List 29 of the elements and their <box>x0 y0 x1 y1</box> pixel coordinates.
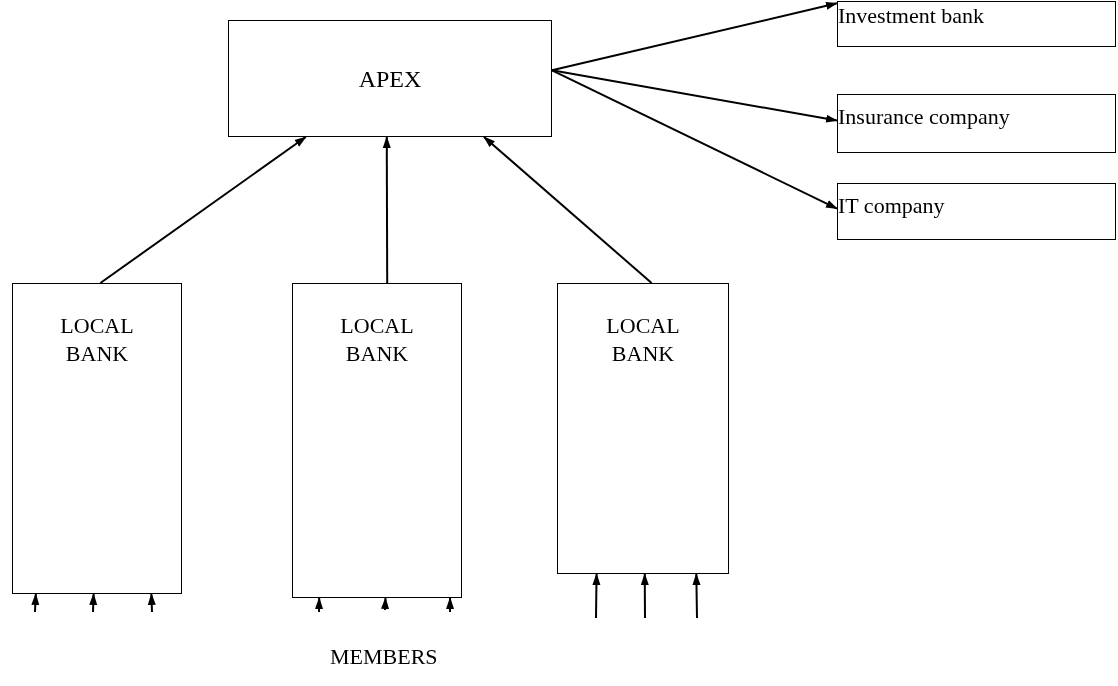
box-label: APEX <box>358 64 422 94</box>
arrow <box>446 597 454 613</box>
box-label: LOCAL BANK <box>59 312 135 367</box>
bank-box <box>228 20 552 137</box>
bank-box <box>292 283 462 598</box>
arrow <box>315 597 324 613</box>
bank-box <box>12 283 182 594</box>
box-label: LOCAL BANK <box>339 312 415 367</box>
box-label: IT company <box>838 192 945 220</box>
arrow <box>382 136 391 284</box>
bank-box <box>837 183 1116 240</box>
box-label: Insurance company <box>838 103 1010 131</box>
bank-box <box>837 1 1116 47</box>
arrow <box>147 593 156 613</box>
box-label: LOCAL BANK <box>605 312 681 367</box>
arrow <box>31 593 40 613</box>
group-label: MEMBERS <box>330 643 438 671</box>
arrow <box>482 136 653 284</box>
arrow <box>551 69 838 210</box>
arrow <box>89 593 98 613</box>
arrow <box>551 1 838 72</box>
arrow <box>99 136 307 284</box>
bank-box <box>557 283 729 574</box>
bank-box <box>837 94 1116 153</box>
box-label: Investment bank <box>838 2 985 30</box>
arrow <box>592 573 601 619</box>
arrow <box>692 573 701 619</box>
arrow <box>640 573 649 619</box>
arrow <box>381 597 390 611</box>
